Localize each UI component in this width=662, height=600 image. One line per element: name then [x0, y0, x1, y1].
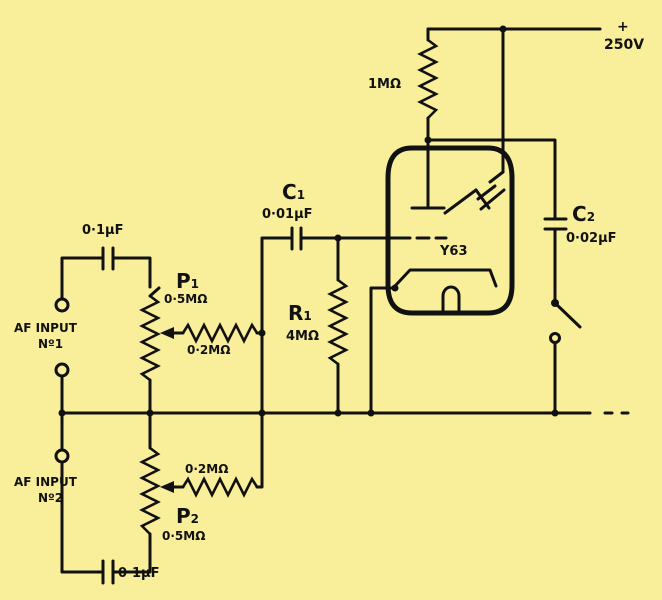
anode-resistor	[417, 38, 439, 119]
p1-label: P1	[176, 269, 200, 293]
input-capacitor-2-value: 0·1μF	[118, 566, 160, 581]
input-2-label: AF INPUT	[14, 475, 77, 489]
valve-label: Y63	[440, 244, 468, 259]
p2-label: P2	[176, 504, 200, 528]
switch	[549, 299, 582, 415]
r1-value: 4MΩ	[286, 329, 320, 344]
supply-voltage: 250V	[604, 37, 645, 53]
mix-resistor-1-value: 0·2MΩ	[187, 343, 231, 357]
input-capacitor-1-value: 0·1μF	[82, 223, 124, 238]
c2-value: 0·02μF	[566, 231, 617, 246]
capacitor-c1	[260, 226, 402, 415]
input-2-number: Nº2	[38, 491, 64, 505]
c1-value: 0·01μF	[262, 207, 313, 222]
p2-value: 0·5MΩ	[162, 529, 206, 543]
input-1-terminals	[54, 297, 70, 415]
mix-resistor-2-value: 0·2MΩ	[185, 462, 229, 476]
mix-resistor-2	[181, 476, 259, 498]
input-2-terminals	[54, 411, 70, 464]
c1-label: C1	[282, 180, 306, 204]
valve-y63	[385, 145, 515, 316]
mix-resistor-1	[181, 322, 259, 344]
input-1-number: Nº1	[38, 337, 64, 351]
supply-plus-sign: +	[617, 19, 629, 35]
potentiometer-p1	[121, 256, 185, 415]
capacitor-c2	[543, 217, 568, 302]
resistor-r1	[327, 278, 349, 366]
r1-label: R1	[288, 301, 312, 325]
anode-resistor-value: 1MΩ	[368, 77, 402, 92]
p1-value: 0·5MΩ	[164, 292, 208, 306]
input-1-label: AF INPUT	[14, 321, 77, 335]
potentiometer-p2	[123, 411, 185, 574]
supply-rail	[426, 27, 602, 42]
input-capacitor-1	[60, 246, 125, 302]
c2-label: C2	[572, 202, 596, 226]
input-capacitor-2	[60, 460, 127, 585]
